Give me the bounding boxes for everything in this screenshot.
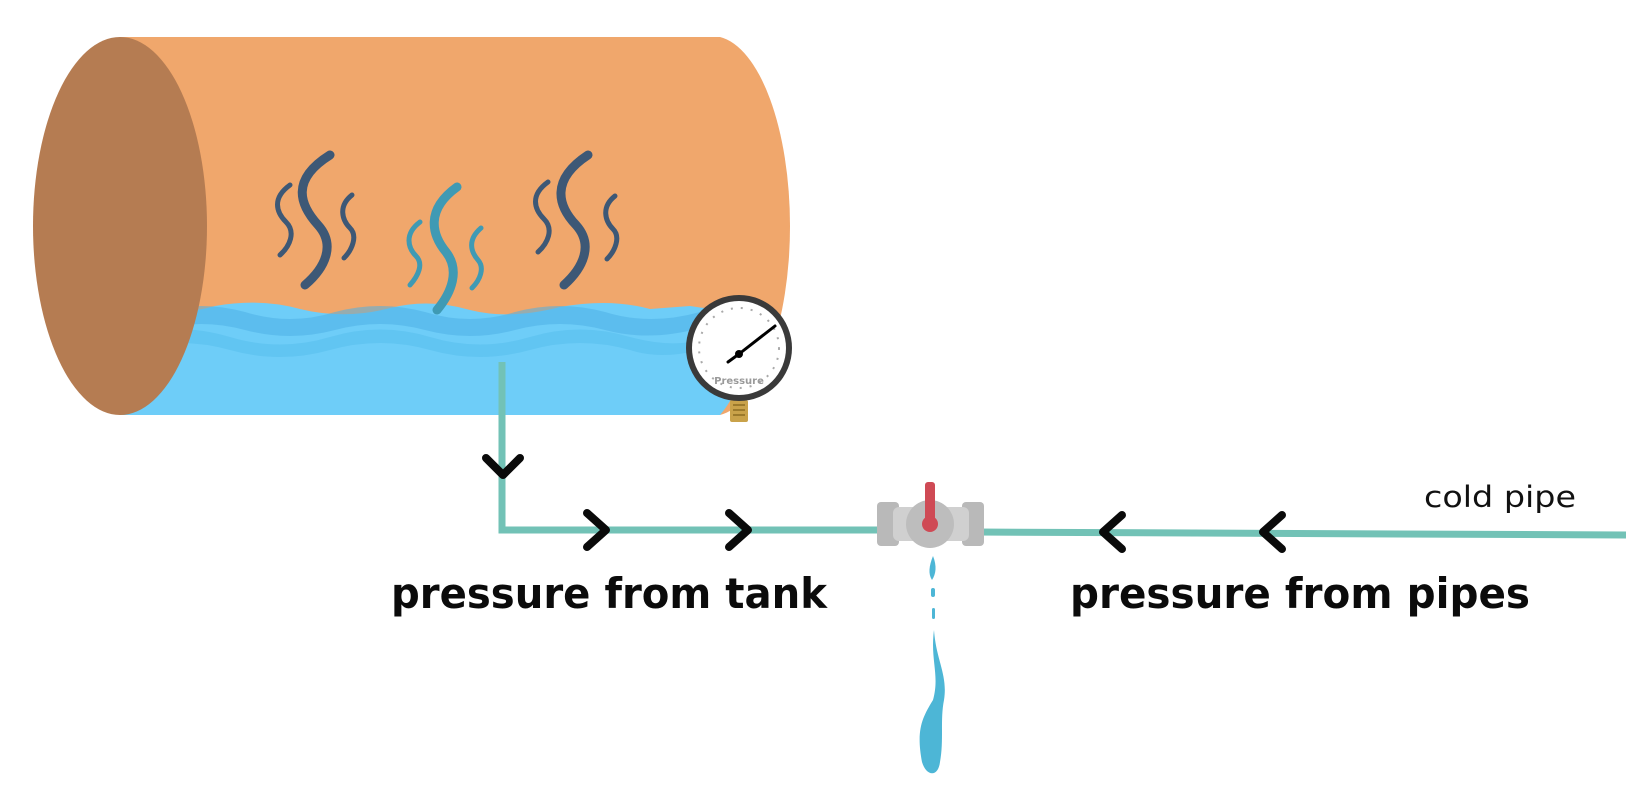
tank-pressure-label: pressure from tank (391, 569, 828, 618)
water-drip-icon (919, 556, 945, 774)
chevron-arrow-icon (1259, 511, 1286, 553)
cold-pipe (974, 528, 1627, 539)
tank-water-wave (160, 306, 700, 336)
tank-outlet-pipe (498, 362, 885, 534)
chevron-arrow-icon (1099, 511, 1126, 553)
chevron-arrow-icon (583, 509, 610, 551)
pipe-pressure-label: pressure from pipes (1070, 569, 1530, 618)
gauge-label: Pressure (714, 376, 764, 387)
pipes (498, 362, 1627, 539)
cold-pipe-label: cold pipe (1424, 480, 1576, 514)
chevron-arrow-icon (725, 509, 752, 551)
chevron-arrow-icon (482, 454, 524, 479)
flow-arrows (482, 454, 1286, 553)
steam-icon (275, 150, 620, 315)
tank-icon (33, 37, 791, 415)
tank-end-cap (33, 37, 207, 415)
tank-water-wave-2 (130, 328, 700, 357)
pressure-gauge-icon: Pressure (686, 295, 792, 422)
relief-valve-icon (877, 482, 984, 548)
